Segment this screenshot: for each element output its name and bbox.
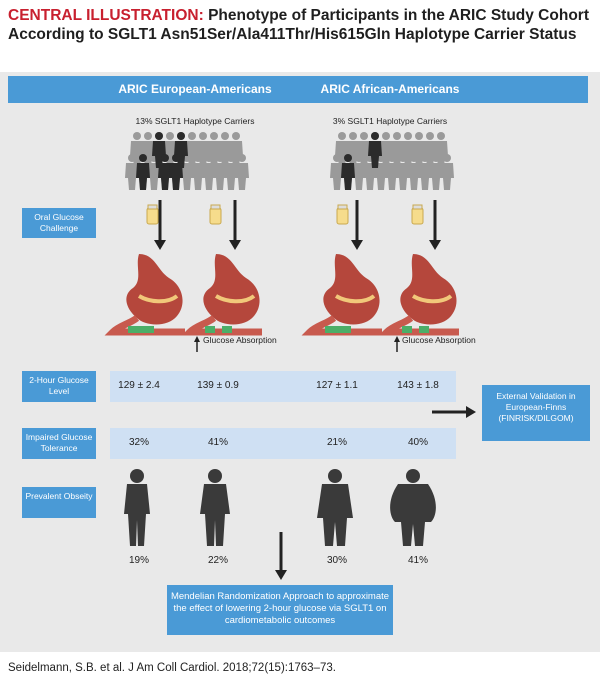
down-arrow-mendelian-icon xyxy=(275,532,287,580)
label-oral-glucose: Oral Glucose Challenge xyxy=(22,208,96,238)
column-header-european: ARIC European-Americans xyxy=(118,82,272,96)
glucose-bottle-icon xyxy=(146,204,424,225)
carriers-european: 13% SGLT1 Haplotype Carriers xyxy=(135,116,255,126)
glucose-value-1: 129 ± 2.4 xyxy=(118,380,160,391)
glucose-value-2: 139 ± 0.9 xyxy=(197,380,239,391)
sglt1-transporter-icon xyxy=(128,326,429,333)
column-header-bar xyxy=(8,76,588,103)
impaired-tolerance-band xyxy=(110,428,456,459)
up-arrow-icon xyxy=(194,336,400,352)
title-text: Phenotype of Participants in the ARIC St… xyxy=(8,7,589,43)
obesity-value-3: 30% xyxy=(326,555,347,566)
label-glucose-level: 2-Hour Glucose Level xyxy=(22,371,96,402)
column-header-african: ARIC African-Americans xyxy=(320,82,460,96)
glucose-value-3: 127 ± 1.1 xyxy=(316,380,358,391)
label-impaired-tolerance: Impaired Glucose Tolerance xyxy=(22,428,96,459)
external-validation-box: External Validation in European-Finns (F… xyxy=(482,385,590,441)
impaired-value-2: 41% xyxy=(207,437,228,448)
glucose-level-band xyxy=(110,371,456,402)
obesity-value-1: 19% xyxy=(128,555,149,566)
figure-title: CENTRAL ILLUSTRATION: Phenotype of Parti… xyxy=(8,6,593,44)
obesity-value-4: 41% xyxy=(407,555,428,566)
citation: Seidelmann, S.B. et al. J Am Coll Cardio… xyxy=(8,662,336,674)
carriers-african: 3% SGLT1 Haplotype Carriers xyxy=(332,116,448,126)
stomach-icon xyxy=(113,254,459,332)
mendelian-randomization-box: Mendelian Randomization Approach to appr… xyxy=(167,585,393,635)
impaired-value-3: 21% xyxy=(326,437,347,448)
absorption-label-african: Glucose Absorption xyxy=(402,335,476,345)
impaired-value-4: 40% xyxy=(407,437,428,448)
down-arrow-icon xyxy=(154,200,441,250)
title-lead: CENTRAL ILLUSTRATION: xyxy=(8,7,204,24)
body-silhouette-icon xyxy=(124,469,436,546)
illustration-panel xyxy=(0,72,600,652)
glucose-value-4: 143 ± 1.8 xyxy=(397,380,439,391)
right-arrow-icon xyxy=(432,406,476,418)
obesity-value-2: 22% xyxy=(207,555,228,566)
label-obesity: Prevalent Obseity xyxy=(22,487,96,518)
impaired-value-1: 32% xyxy=(128,437,149,448)
absorption-label-european: Glucose Absorption xyxy=(203,335,277,345)
